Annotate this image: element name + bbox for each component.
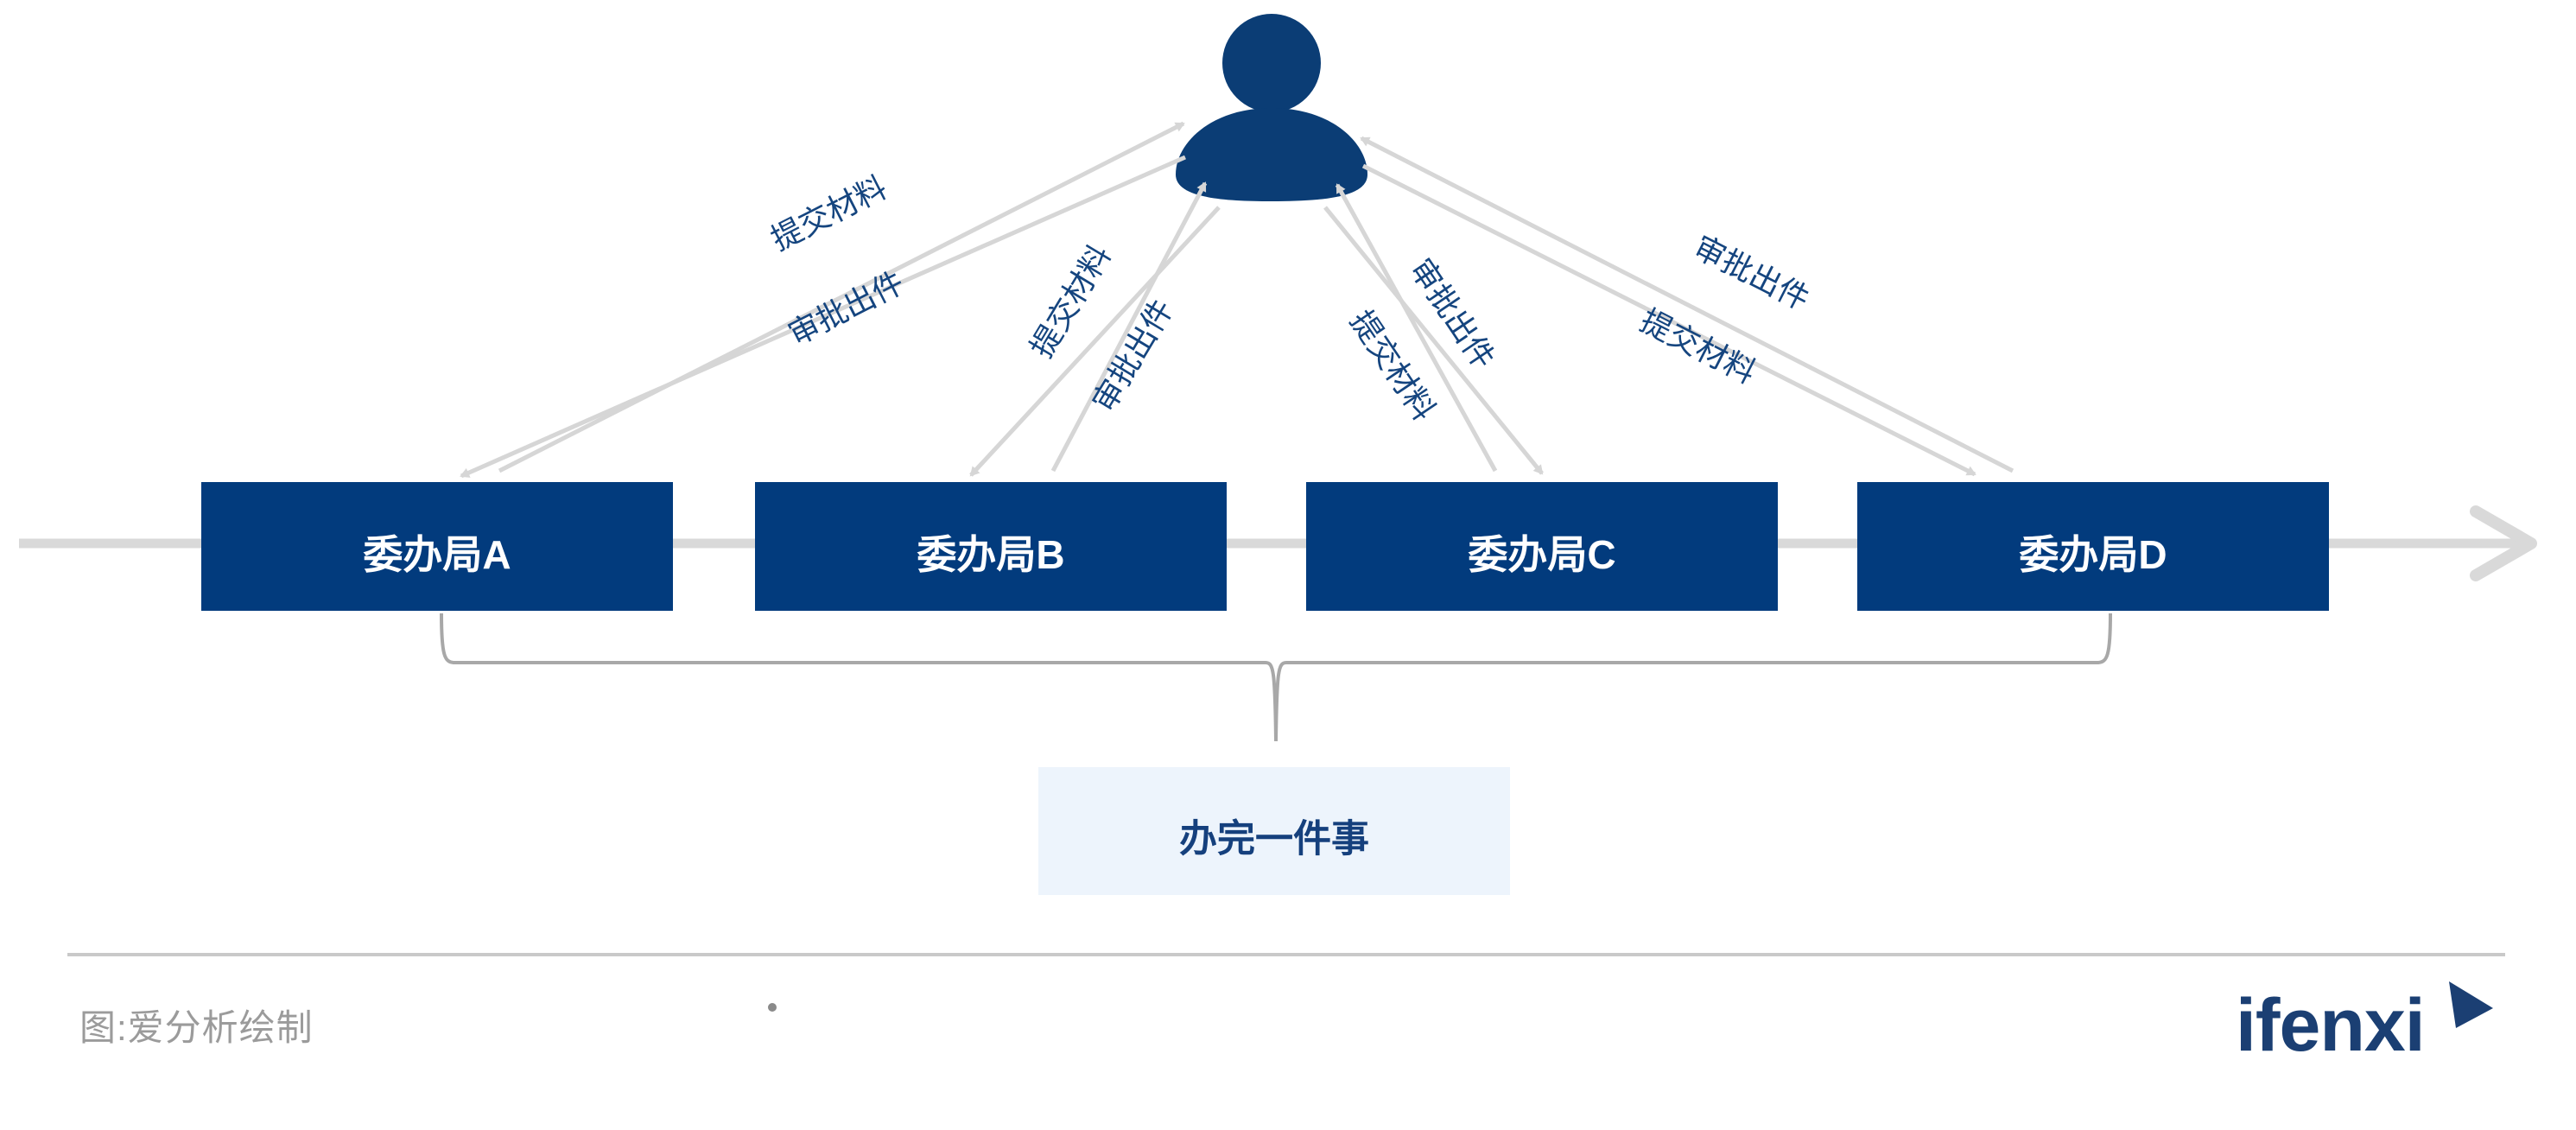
arrow-submit-a <box>498 121 1185 473</box>
flow-label-approve-c-group: 审批出件 <box>1403 252 1502 375</box>
bureau-box-c[interactable]: 委办局C <box>1306 482 1778 611</box>
flow-label-approve-c: 审批出件 <box>1403 252 1502 375</box>
flow-label-approve-d: 审批出件 <box>1688 229 1815 317</box>
flow-label-submit-a: 提交材料 <box>765 169 892 257</box>
flow-label-approve-d-group: 审批出件 <box>1688 229 1815 317</box>
logo-wordmark: ifenxi <box>2236 984 2425 1067</box>
flow-label-submit-b: 提交材料 <box>1024 238 1118 364</box>
bureau-box-d[interactable]: 委办局D <box>1857 482 2329 611</box>
bureau-box-b[interactable]: 委办局B <box>755 482 1227 611</box>
arrow-approve-d <box>1361 163 1976 477</box>
flow-label-approve-b-group: 审批出件 <box>1086 293 1180 418</box>
flow-label-submit-d-group: 提交材料 <box>1634 302 1761 390</box>
flow-label-submit-d: 提交材料 <box>1634 302 1761 390</box>
flow-label-approve-b: 审批出件 <box>1086 293 1180 418</box>
arrow-submit-d <box>1360 136 2014 473</box>
edge-group-a <box>460 121 1187 479</box>
flow-label-approve-a: 审批出件 <box>783 264 910 352</box>
flow-label-submit-c-group: 提交材料 <box>1343 304 1443 427</box>
flow-label-submit-c: 提交材料 <box>1343 304 1443 427</box>
bureau-box-a[interactable]: 委办局A <box>201 482 673 611</box>
grouping-brace <box>440 613 2112 742</box>
edge-group-b <box>969 181 1221 477</box>
outcome-label: 办完一件事 <box>1179 818 1369 860</box>
arrow-submit-b <box>1050 181 1208 473</box>
bureau-label-a: 委办局A <box>363 532 511 577</box>
flow-label-submit-b-group: 提交材料 <box>1024 238 1118 364</box>
edge-group-c <box>1323 183 1544 475</box>
citizen-person-icon <box>1176 14 1367 201</box>
bureau-label-b: 委办局B <box>917 532 1064 577</box>
arrow-approve-a <box>460 155 1187 479</box>
outcome-box[interactable]: 办完一件事 <box>1038 767 1510 895</box>
stray-dot-mark <box>768 1003 777 1012</box>
bureau-label-c: 委办局C <box>1468 532 1615 577</box>
bureau-label-d: 委办局D <box>2019 532 2167 577</box>
flow-label-approve-a-group: 审批出件 <box>783 264 910 352</box>
footer-caption: 图:爱分析绘制 <box>79 1007 314 1048</box>
arrow-flag-icon <box>2449 981 2493 1028</box>
arrow-approve-b <box>969 206 1221 477</box>
flow-label-submit-a-group: 提交材料 <box>765 169 892 257</box>
arrow-submit-c <box>1335 183 1498 473</box>
ifenxi-logo: ifenxi <box>2236 981 2493 1067</box>
edge-group-d <box>1360 136 2014 477</box>
arrow-approve-c <box>1323 206 1544 475</box>
